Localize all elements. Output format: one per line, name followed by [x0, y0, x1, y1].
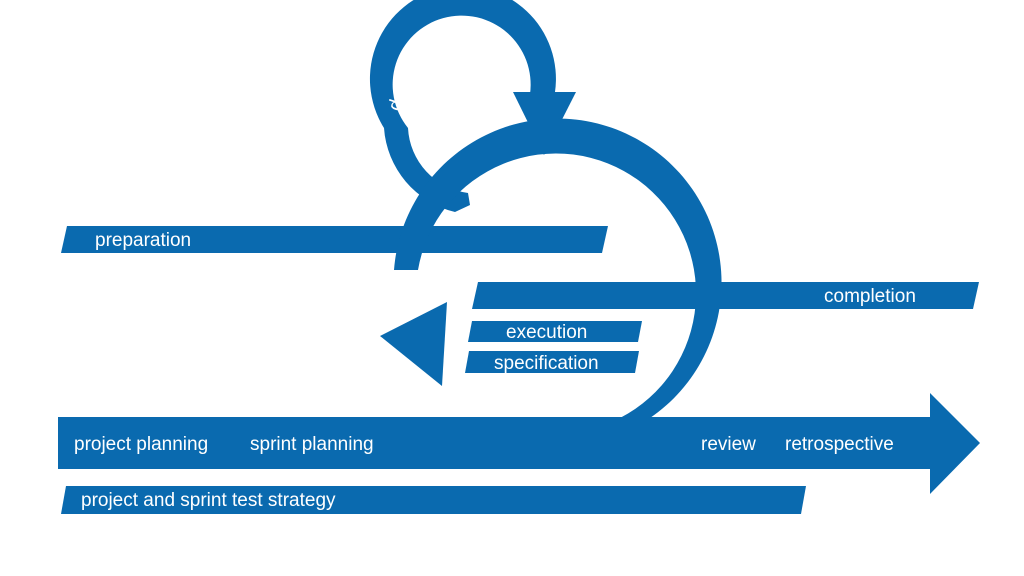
completion-label: completion [824, 286, 916, 307]
execution-label: execution [506, 322, 587, 343]
retrospective-label: retrospective [785, 434, 894, 455]
preparation-label: preparation [95, 230, 191, 251]
test-strategy-label: project and sprint test strategy [81, 490, 336, 511]
sprint-arrowhead [380, 302, 447, 386]
main-timeline-arrow [58, 393, 980, 494]
project-planning-label: project planning [74, 434, 208, 455]
sprint-label: sprint [516, 177, 563, 198]
specification-label: specification [494, 353, 599, 374]
execution-bar [468, 321, 642, 342]
review-label: review [701, 434, 756, 455]
sprint-planning-label: sprint planning [250, 434, 374, 455]
test-strategy-bar [61, 486, 806, 514]
daily-scrum-loop [370, 0, 556, 212]
preparation-bar [61, 226, 608, 253]
completion-bar [472, 282, 979, 309]
specification-bar [465, 351, 639, 373]
